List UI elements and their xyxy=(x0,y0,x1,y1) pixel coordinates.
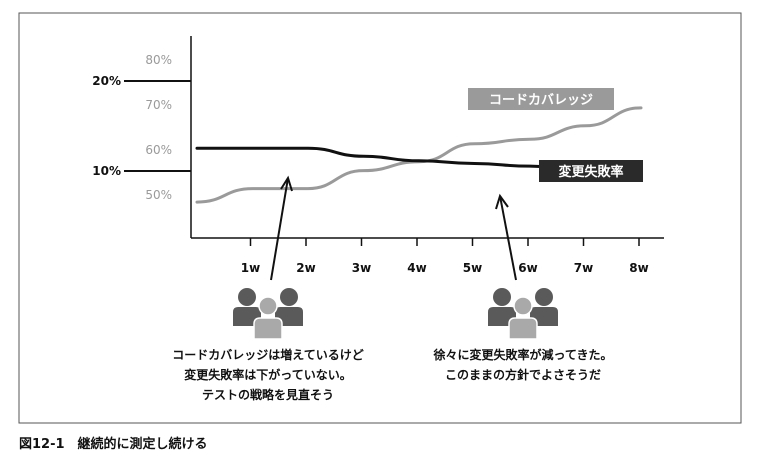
x-tick-label-6w: 6w xyxy=(518,261,537,275)
legend-failure-box xyxy=(539,160,643,182)
y-ticks-black: 20% 10% xyxy=(92,74,191,178)
arrow-1 xyxy=(270,175,293,281)
annotation-1-line-2: 変更失敗率は下がっていない。 xyxy=(184,367,351,382)
x-ticks: 1w 2w 3w 4w 5w 6w 7w 8w xyxy=(241,238,649,275)
y-ticks-gray: 80% 70% 60% 50% xyxy=(145,53,172,202)
people-icon xyxy=(233,288,303,340)
y-tick-label-gray: 50% xyxy=(145,188,172,202)
people-icon xyxy=(488,288,558,340)
y-tick-label-gray: 60% xyxy=(145,143,172,157)
figure-caption: 図12-1 継続的に測定し続ける xyxy=(19,436,208,452)
x-tick-label-7w: 7w xyxy=(574,261,593,275)
y-tick-label-black: 10% xyxy=(92,164,121,178)
x-tick-label-1w: 1w xyxy=(241,261,260,275)
x-tick-label-5w: 5w xyxy=(463,261,482,275)
x-tick-label-4w: 4w xyxy=(407,261,426,275)
x-tick-label-2w: 2w xyxy=(296,261,315,275)
legend-failure: 変更失敗率 xyxy=(558,164,623,180)
y-tick-label-gray: 70% xyxy=(145,98,172,112)
x-tick-label-3w: 3w xyxy=(352,261,371,275)
x-tick-label-8w: 8w xyxy=(629,261,648,275)
legend-coverage-box xyxy=(468,88,614,110)
annotation-1-line-3: テストの戦略を見直そう xyxy=(202,387,334,402)
legend-coverage: コードカバレッジ xyxy=(489,93,593,108)
figure-frame xyxy=(18,12,742,424)
annotation-2-line-1: 徐々に変更失敗率が減ってきた。 xyxy=(432,347,612,362)
annotation-1-line-1: コードカバレッジは増えているけど xyxy=(172,347,363,362)
annotation-2-line-2: このままの方針でよさそうだ xyxy=(445,367,601,382)
y-tick-label-gray: 80% xyxy=(145,53,172,67)
arrow-2 xyxy=(495,193,517,281)
y-tick-label-black: 20% xyxy=(92,74,121,88)
